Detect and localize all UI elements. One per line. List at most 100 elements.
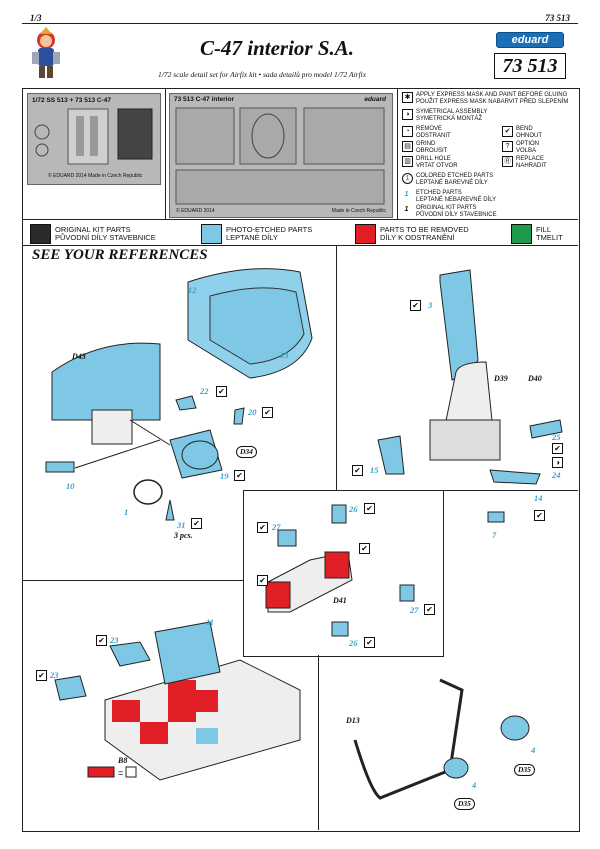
legend-original: ORIGINAL KIT PARTS PŮVODNÍ DÍLY STAVEBNI… xyxy=(416,205,497,218)
bend-icon: ✔ xyxy=(364,637,375,648)
bend-icon: ✔ xyxy=(96,635,107,646)
legend-replace: REPLACE NAHRADIT xyxy=(516,156,547,169)
swatch-photo-etched xyxy=(201,224,222,244)
colored-etched-icon: 1 xyxy=(402,173,413,184)
part-d35-label-b: D35 xyxy=(454,798,475,810)
part-d13-label: D13 xyxy=(346,716,360,725)
part-12-label: 12 xyxy=(188,285,197,295)
legend-option: OPTION VOLBA xyxy=(516,141,540,154)
divider-fret1 xyxy=(165,88,166,219)
instruction-frame xyxy=(22,88,580,832)
part-25-label: 25 xyxy=(552,432,561,442)
part-d39-label: D39 xyxy=(494,374,508,383)
fret-1-footer: © EDUARD 2014 Made in Czech Republic xyxy=(48,173,143,179)
fret-1: 1/72 SS 513 + 73 513 C-47 © EDUARD 2014 … xyxy=(27,93,161,185)
color-fill-text: FILL TMELIT xyxy=(536,225,563,242)
drill-icon: ▥ xyxy=(402,156,413,167)
option-icon: ? xyxy=(502,141,513,152)
part-d34-label: D34 xyxy=(236,446,257,458)
part-14-label: 14 xyxy=(534,493,543,503)
swatch-remove xyxy=(355,224,376,244)
part-4-label-b: 4 xyxy=(472,780,477,790)
part-22-label: 22 xyxy=(200,386,209,396)
part-24-label: 24 xyxy=(552,470,561,480)
part-11-label: 11 xyxy=(206,617,215,627)
part-d41-label: D41 xyxy=(333,596,347,605)
legend: ✱ APPLY EXPRESS MASK AND PAINT BEFORE GL… xyxy=(402,92,576,218)
page-subtitle: 1/72 scale detail set for Airfix kit • s… xyxy=(158,70,367,79)
legend-drill: DRILL HOLE VRTAT OTVOR xyxy=(416,156,458,169)
divider-top-mid xyxy=(336,245,337,490)
bend-icon: ✔ xyxy=(352,465,363,476)
bend-icon: ✔ xyxy=(36,670,47,681)
set-number: 73 513 xyxy=(494,53,566,79)
bend-icon: ✔ xyxy=(234,470,245,481)
symmetrical-icon: ◑ xyxy=(402,109,413,120)
mascot-illustration xyxy=(24,26,68,84)
header-rule xyxy=(22,23,578,24)
fret-2-footer-right: Made in Czech Republic xyxy=(331,208,386,214)
divider-legend xyxy=(22,219,578,220)
part-26-label-b: 26 xyxy=(349,638,358,648)
bend-icon: ✔ xyxy=(424,604,435,615)
bend-icon: ✔ xyxy=(359,543,370,554)
part-4-label: 4 xyxy=(531,745,536,755)
bend-icon: ✔ xyxy=(552,443,563,454)
part-d43-label: D43 xyxy=(72,352,86,361)
bend-icon: ✔ xyxy=(364,503,375,514)
part-27-label-b: 27 xyxy=(410,605,419,615)
part-1-label: 1 xyxy=(124,507,129,517)
legend-etched: ETCHED PARTS LEPTANÉ NEBAREVNÉ DÍLY xyxy=(416,190,497,203)
bend-icon: ✔ xyxy=(216,386,227,397)
color-photo-etched-text: PHOTO-ETCHED PARTS LEPTANÉ DÍLY xyxy=(226,225,313,242)
part-10-label: 10 xyxy=(66,481,75,491)
divider-fret2 xyxy=(397,88,398,219)
part-27-label: 27 xyxy=(272,522,281,532)
fret-2: 73 513 C-47 interior eduard © EDUARD 201… xyxy=(169,93,393,218)
fret-2-brand: eduard xyxy=(364,96,386,103)
part-23-label-b: 23 xyxy=(50,670,59,680)
part-d35-label: D35 xyxy=(514,764,535,776)
part-d40-label: D40 xyxy=(528,374,542,383)
set-code-top: 73 513 xyxy=(545,13,570,23)
swatch-fill xyxy=(511,224,532,244)
part-7-label: 7 xyxy=(492,530,497,540)
divider-colors xyxy=(22,245,578,246)
page-title: C-47 interior S.A. xyxy=(200,36,355,60)
svg-text:=: = xyxy=(118,768,123,778)
symmetrical-icon: ◑ xyxy=(552,457,563,468)
legend-symmetrical: SYMETRICAL ASSEMBLY SYMETRICKÁ MONTÁŽ xyxy=(416,109,488,122)
divider-bottom-mid xyxy=(318,655,319,830)
part-3-label: 3 xyxy=(428,300,433,310)
bend-icon: ✔ xyxy=(262,407,273,418)
step-box-seats xyxy=(243,490,444,657)
brand-logo: eduard xyxy=(496,32,564,48)
part-31-label: 31 xyxy=(177,520,186,530)
legend-bend: BEND OHNOUT xyxy=(516,126,542,139)
legend-remove: REMOVE ODSTRANIT xyxy=(416,126,451,139)
page-number: 1/3 xyxy=(30,13,42,23)
legend-express-mask: APPLY EXPRESS MASK AND PAINT BEFORE GLUI… xyxy=(416,92,569,105)
bend-icon: ✔ xyxy=(257,575,268,586)
bend-icon: ✔ xyxy=(410,300,421,311)
see-references-heading: SEE YOUR REFERENCES xyxy=(32,247,208,263)
express-mask-icon: ✱ xyxy=(402,92,413,103)
part-23-label: 23 xyxy=(110,635,119,645)
replace-icon: Ⓡ xyxy=(502,156,513,167)
part-15-label: 15 xyxy=(370,465,379,475)
color-remove-text: PARTS TO BE REMOVED DÍLY K ODSTRANĚNÍ xyxy=(380,225,469,242)
remove-icon: ◔ xyxy=(402,126,413,137)
fret-2-footer-left: © EDUARD 2014 xyxy=(176,208,215,214)
divider-right-mid xyxy=(442,490,578,491)
part-20-label: 20 xyxy=(248,407,257,417)
legend-grind: GRIND OBROUSIT xyxy=(416,141,448,154)
original-icon: 1 xyxy=(402,205,411,214)
fret-2-label: 73 513 C-47 interior xyxy=(174,96,234,103)
bend-icon: ✔ xyxy=(191,518,202,529)
swatch-original xyxy=(30,224,51,244)
part-13-label: 13 xyxy=(280,350,289,360)
divider-left-mid xyxy=(22,580,244,581)
bend-icon: ✔ xyxy=(257,522,268,533)
grind-icon: ▤ xyxy=(402,141,413,152)
color-original-text: ORIGINAL KIT PARTS PŮVODNÍ DÍLY STAVEBNI… xyxy=(55,225,156,242)
